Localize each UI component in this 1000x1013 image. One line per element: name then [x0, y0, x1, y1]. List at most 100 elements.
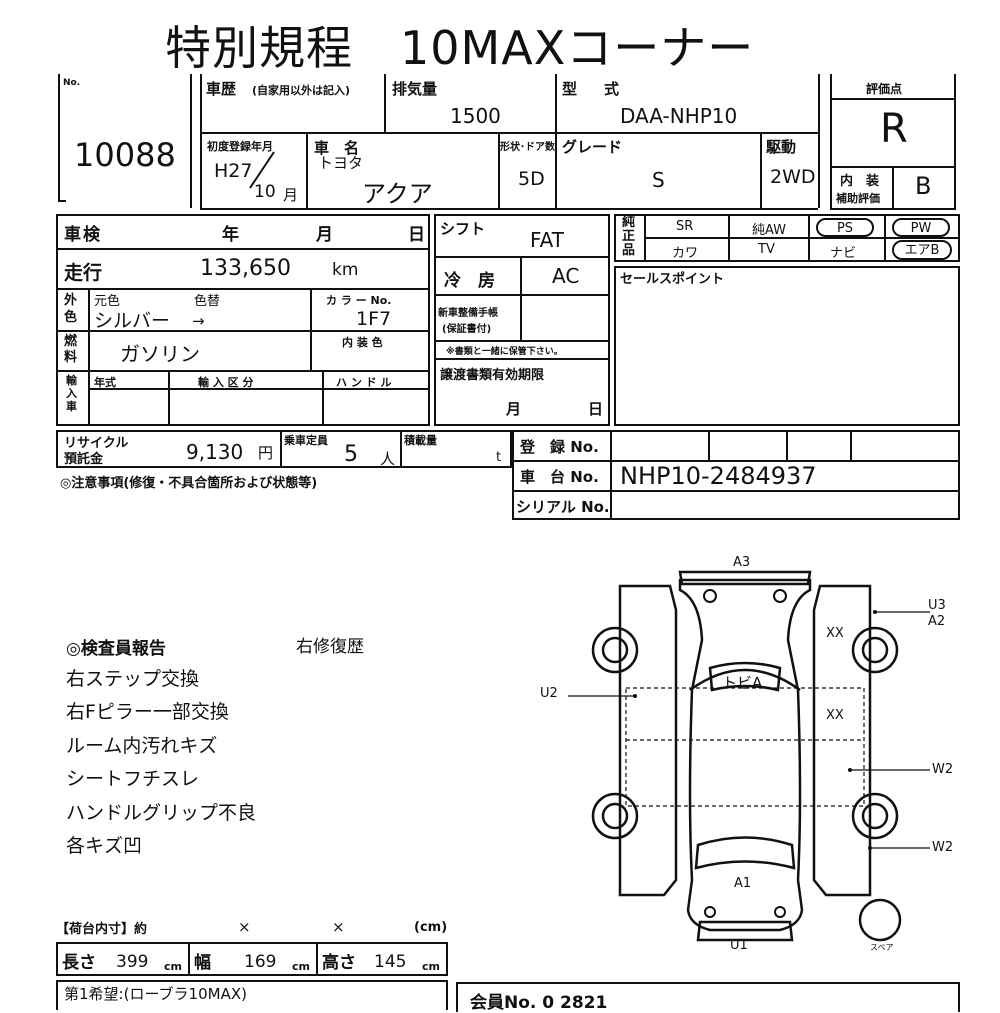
report-line: 右ステップ交換	[66, 668, 200, 690]
report-line: 各キズ凹	[66, 835, 143, 857]
cargo-length: 399	[116, 952, 149, 972]
cargo-unit: (cm)	[414, 920, 448, 935]
equip-sr: SR	[676, 219, 694, 234]
service-note: ※書類と一緒に保管下さい。	[446, 347, 563, 357]
diag-a1: A1	[734, 876, 752, 891]
diag-a3: A3	[733, 555, 751, 570]
diag-u1: U1	[730, 938, 748, 953]
drive-value: 2WD	[770, 166, 816, 188]
grade-label: グレード	[562, 138, 623, 156]
chassis-label: 車 台 No.	[520, 468, 599, 486]
month-unit: 月	[283, 186, 299, 204]
color-code-label: カ ラ ー No.	[326, 294, 392, 307]
interior-label: 内 装	[840, 174, 880, 189]
load-unit: t	[496, 450, 502, 465]
shift-value: FAT	[530, 228, 565, 252]
import-year-label: 年式	[94, 376, 116, 389]
first-reg-month: 10	[254, 182, 276, 202]
equip-leather: カワ	[672, 246, 699, 261]
shift-label: シフト	[440, 220, 486, 238]
load-label: 積載量	[404, 434, 437, 447]
reg-no-label: 登 録 No.	[520, 438, 599, 456]
report-line: ハンドルグリップ不良	[66, 802, 257, 824]
score-value: R	[880, 106, 908, 152]
score-label: 評価点	[866, 82, 903, 96]
diag-a2: A2	[928, 614, 946, 629]
recycle-label1: リサイクル	[64, 436, 129, 451]
cargo-height: 145	[374, 952, 407, 972]
page-title: 特別規程 10MAXコーナー	[165, 21, 755, 75]
report-line: 右Fピラー一部交換	[66, 701, 229, 723]
diag-u2: U2	[540, 686, 558, 701]
import-type-label: 輸 入 区 分	[198, 376, 254, 389]
recycle-label2: 預託金	[64, 452, 104, 467]
equip-airbag: エアB	[892, 240, 952, 260]
member-no: 会員No. 0 2821	[470, 993, 608, 1013]
car-name-label: 車 名	[314, 139, 360, 157]
first-choice: 第1希望:(ローブラ10MAX)	[64, 985, 247, 1003]
displacement-label: 排気量	[392, 80, 438, 98]
diag-u3: U3	[928, 598, 946, 613]
diag-tobia: トビA	[722, 674, 763, 692]
cargo-label: 【荷台内寸】約	[56, 922, 148, 937]
diag-xx1: XX	[826, 626, 844, 641]
recycle-unit: 円	[258, 444, 274, 462]
notes-label: ◎注意事項(修復・不具合箇所および状態等)	[60, 476, 318, 491]
lot-number: 10088	[74, 136, 176, 174]
color-orig-label: 元色	[94, 294, 121, 309]
maker: トヨタ	[318, 154, 364, 172]
recycle-value: 9,130	[186, 440, 244, 464]
transfer-month: 月	[506, 400, 522, 418]
first-reg-year: H27	[214, 160, 253, 182]
equip-tv: TV	[758, 242, 775, 257]
cargo-height-label: 高さ	[322, 953, 356, 973]
color-code: 1F7	[356, 308, 392, 330]
serial-label: シリアル No.	[516, 498, 610, 516]
equip-label: 純正品	[622, 215, 636, 258]
capacity-unit: 人	[380, 450, 396, 468]
diag-w2a: W2	[932, 762, 954, 777]
diag-spare: スペア	[870, 943, 894, 952]
car-damage-diagram	[568, 570, 930, 942]
diag-w2b: W2	[932, 840, 954, 855]
cargo-x1: ×	[238, 918, 251, 936]
slash-icon	[249, 151, 275, 189]
cargo-length-label: 長さ	[62, 953, 96, 973]
chassis-value: NHP10-2484937	[620, 462, 817, 490]
color-arrow: →	[192, 312, 205, 330]
capacity-value: 5	[344, 442, 358, 467]
inspection-year: 年	[222, 225, 239, 245]
transfer-day: 日	[588, 400, 604, 418]
service-sub: (保証書付)	[442, 324, 492, 335]
inspection-day: 日	[408, 225, 425, 245]
model-value: DAA-NHP10	[620, 104, 738, 128]
inspection-label: 車検	[64, 225, 102, 245]
diag-xx2: XX	[826, 708, 844, 723]
equip-aw: 純AW	[752, 223, 787, 238]
cargo-x2: ×	[332, 918, 345, 936]
fuel-value: ガソリン	[120, 342, 200, 366]
fuel-label: 燃料	[64, 334, 78, 365]
report-repair: 右修復歴	[296, 637, 364, 657]
cargo-width-label: 幅	[194, 953, 211, 973]
mileage-label: 走行	[64, 262, 103, 284]
cargo-height-unit: cm	[422, 960, 440, 973]
sales-point-label: セールスポイント	[620, 272, 725, 287]
color-value: シルバー	[94, 310, 171, 332]
service-label: 新車整備手帳	[438, 308, 498, 319]
mileage-unit: km	[332, 260, 359, 280]
color-change-label: 色替	[194, 294, 221, 309]
drive-label: 駆動	[766, 138, 797, 156]
interior-color-label: 内 装 色	[342, 336, 383, 349]
equip-ps: PS	[816, 218, 874, 237]
interior-score: B	[915, 172, 932, 200]
car-name: アクア	[362, 180, 433, 208]
first-reg-label: 初度登録年月	[207, 140, 273, 153]
equip-pw: PW	[892, 218, 950, 237]
color-label: 外色	[64, 293, 78, 325]
lot-bracket-foot	[58, 200, 66, 202]
history-note: (自家用以外は記入)	[252, 84, 351, 97]
report-title: ◎検査員報告	[66, 639, 166, 659]
lot-no-label: No.	[63, 78, 81, 88]
grade-value: S	[652, 168, 665, 192]
